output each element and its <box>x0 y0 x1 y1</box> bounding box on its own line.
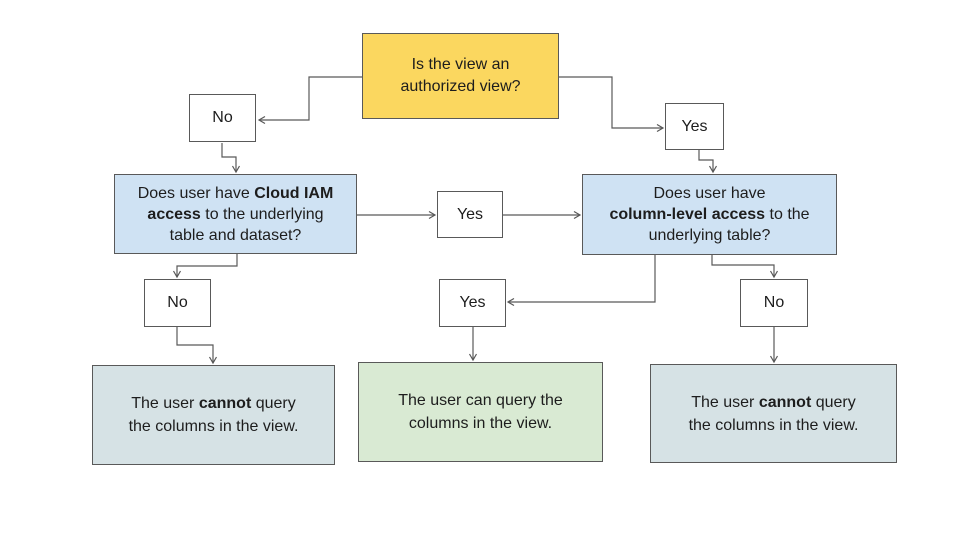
node-text-line: authorized view? <box>400 78 521 95</box>
edge-yes-to-cls-question <box>698 150 718 174</box>
node-text-line: Does user have <box>653 185 766 202</box>
branch-label: No <box>167 294 188 311</box>
node-is-authorized-view: Is the view an authorized view? <box>362 33 559 119</box>
edge-root-to-no <box>257 76 362 125</box>
node-branch-yes-mid: Yes <box>437 191 503 238</box>
node-text-line: The user can query the <box>398 392 563 409</box>
node-cloud-iam-question: Does user have Cloud IAM access to the u… <box>114 174 357 254</box>
node-branch-yes-top: Yes <box>665 103 724 150</box>
node-text-line: Is the view an <box>411 56 510 73</box>
edge-cls-to-no-right <box>711 255 779 279</box>
branch-label: Yes <box>456 205 484 223</box>
node-result-can-query: The user can query the columns in the vi… <box>358 362 603 462</box>
node-text-line: The user cannot query <box>691 393 856 411</box>
node-branch-no-left: No <box>144 279 211 327</box>
node-branch-yes-bottom: Yes <box>439 279 506 327</box>
node-result-cannot-right: The user cannot query the columns in the… <box>650 364 897 463</box>
node-text-line: underlying table? <box>648 227 771 244</box>
node-result-cannot-left: The user cannot query the columns in the… <box>92 365 335 465</box>
node-text-line: table and dataset? <box>169 226 302 244</box>
branch-label: Yes <box>459 294 486 311</box>
edge-no-to-iam-question <box>221 143 241 174</box>
node-text-line: Does user have Cloud IAM <box>137 184 334 202</box>
node-text-line: the columns in the view. <box>688 416 859 434</box>
edge-root-to-yes <box>559 76 665 133</box>
branch-label: No <box>212 109 233 126</box>
node-text-line: column-level access to the <box>609 206 810 223</box>
node-text-line: columns in the view. <box>408 415 553 432</box>
edge-no-left-to-result <box>176 327 218 365</box>
node-text-line: access to the underlying <box>147 205 324 223</box>
node-branch-no-right: No <box>740 279 808 327</box>
branch-label: Yes <box>681 117 708 135</box>
edge-cls-to-yes-bottom <box>506 255 656 307</box>
node-text-line: the columns in the view. <box>128 418 299 435</box>
node-column-level-question: Does user have column-level access to th… <box>582 174 837 255</box>
branch-label: No <box>763 294 785 311</box>
node-text-line: The user cannot query <box>131 395 296 412</box>
node-branch-no-top: No <box>189 94 256 142</box>
edge-iam-to-no-left <box>172 254 238 279</box>
